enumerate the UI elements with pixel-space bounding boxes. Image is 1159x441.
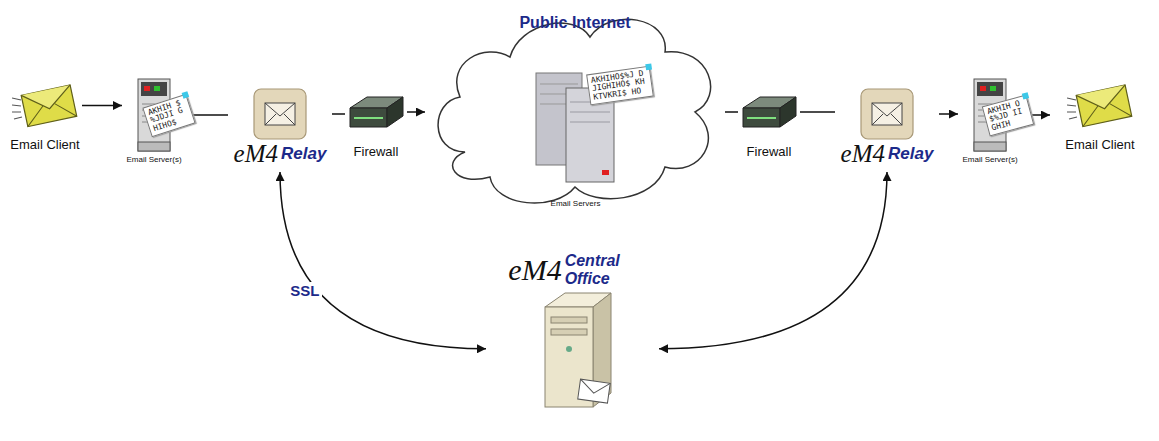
illustration-part [977,82,1003,96]
illustration-part [24,100,76,127]
illustration-part [144,86,150,91]
client-icon [1067,78,1133,133]
relay-icon [253,88,307,140]
connector [280,172,486,349]
text-group: Email Servers [528,184,623,208]
node-label: eM4 [841,140,885,168]
connector [659,172,887,349]
central-office: eM4Central Office [490,252,655,409]
illustration-part [387,97,403,127]
fw-icon [740,94,798,130]
text-group: Firewall [738,130,800,159]
illustration-part [551,329,587,335]
text-group: Email Server(s) [958,152,1022,164]
illustration-part [21,85,77,127]
illustration-part [154,86,160,91]
illustration-part [974,142,1006,151]
illustration-part [578,379,609,395]
illustration-part [265,103,295,125]
illustration-part [577,379,609,403]
internet-cloud: Public InternetEmail Servers [425,2,725,210]
illustration-part [980,86,986,91]
text-group: eM4Central Office [490,252,655,289]
office-icon [531,289,615,409]
text-group: Email Client [8,133,82,152]
node-label: Relay [281,144,326,164]
email-client: Email Client [8,78,82,152]
connector [332,113,345,115]
edge-label: SSL [288,282,321,299]
illustration-part [602,170,609,175]
illustration-part [872,103,902,125]
firewall: Firewall [738,94,800,159]
connector [82,105,122,107]
node-label: Email Server(s) [126,155,181,164]
node-label: Relay [888,144,933,164]
relay-icon [860,88,914,140]
node-label: Central Office [565,252,637,289]
illustration-part [1079,100,1131,127]
illustration-part [861,89,913,139]
node-label: Email Server(s) [962,155,1017,164]
node-label: Public Internet [519,14,630,32]
illustration-part [354,117,383,119]
illustration-part [138,142,170,151]
text-group: eM4Relay [228,140,332,168]
node-label: Firewall [354,144,399,159]
illustration-part [780,97,796,127]
relay-box: eM4Relay [835,88,939,168]
illustration-part [265,103,295,125]
node-label: Email Client [1065,137,1134,152]
illustration-part [872,103,902,125]
node-label: Firewall [747,144,792,159]
illustration-part [990,86,996,91]
illustration-part [1067,98,1077,119]
illustration-part [254,89,306,139]
node-label: Email Client [10,137,79,152]
illustration-part [1076,85,1132,127]
node-label: eM4 [234,140,278,168]
illustration-part [577,379,609,403]
illustration-part [438,19,711,203]
fw-icon [347,94,405,130]
firewall: Firewall [345,94,407,159]
illustration-part [12,98,22,119]
illustration-part [1076,85,1132,127]
illustration-part [141,82,167,96]
text-group: Email Client [1050,133,1150,152]
relay-box: eM4Relay [228,88,332,168]
illustration-part [350,108,387,127]
connector [407,111,425,113]
text-group: Firewall [345,130,407,159]
illustration-part [743,108,780,127]
email-client: Email Client [1050,78,1150,152]
illustration-part [551,317,587,323]
node-label: Email Servers [551,199,601,208]
text-group: Public Internet [425,2,725,32]
client-icon [12,78,78,133]
connector [800,111,835,113]
node-label: eM4 [508,253,561,287]
text-group: eM4Relay [835,140,939,168]
illustration-part [566,346,572,352]
text-group: Email Server(s) [122,152,186,164]
illustration-part [747,117,776,119]
connector [939,113,958,115]
illustration-part [21,85,77,127]
connector [725,111,738,113]
